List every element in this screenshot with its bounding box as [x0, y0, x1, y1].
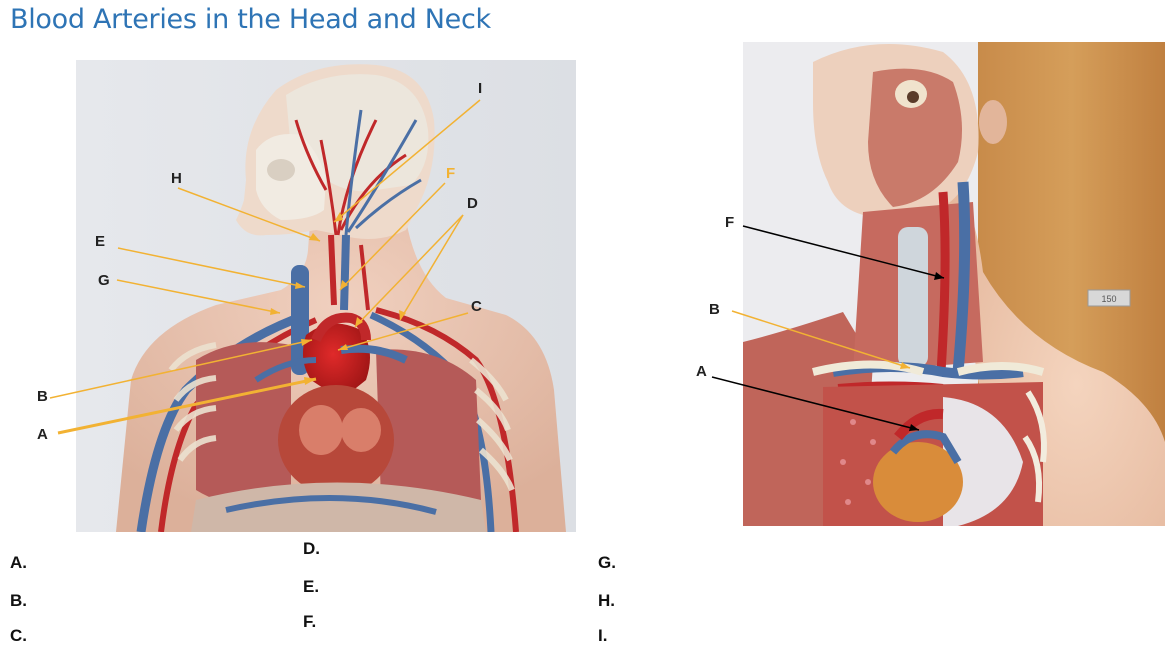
answer-label-a: A.	[10, 553, 27, 572]
page-title: Blood Arteries in the Head and Neck	[10, 4, 491, 35]
answer-label-c: C.	[10, 626, 27, 645]
answer-label-d: D.	[303, 539, 320, 558]
callout-b: B	[37, 388, 48, 405]
callout-e: E	[95, 233, 106, 250]
anatomy-model-photo-left	[76, 60, 576, 532]
callout-h: H	[171, 170, 182, 187]
callout-a: A	[37, 426, 48, 443]
callout-i: I	[478, 80, 483, 97]
answer-label-i: I.	[598, 626, 608, 645]
callout-d: D	[467, 195, 478, 212]
right-callout-a: A	[696, 363, 707, 380]
right-callout-b: B	[709, 301, 720, 318]
callout-g: G	[98, 272, 110, 289]
right-callout-f: F	[725, 214, 735, 231]
door-sign: 150	[1101, 294, 1116, 304]
answer-label-g: G.	[598, 553, 616, 572]
answer-label-b: B.	[10, 591, 27, 610]
answer-label-h: H.	[598, 591, 615, 610]
anatomy-model-photo-right: 150	[743, 42, 1165, 526]
callout-c: C	[471, 298, 482, 315]
callout-f: F	[446, 165, 456, 182]
answer-label-f: F.	[303, 612, 317, 631]
answer-label-e: E.	[303, 577, 320, 596]
